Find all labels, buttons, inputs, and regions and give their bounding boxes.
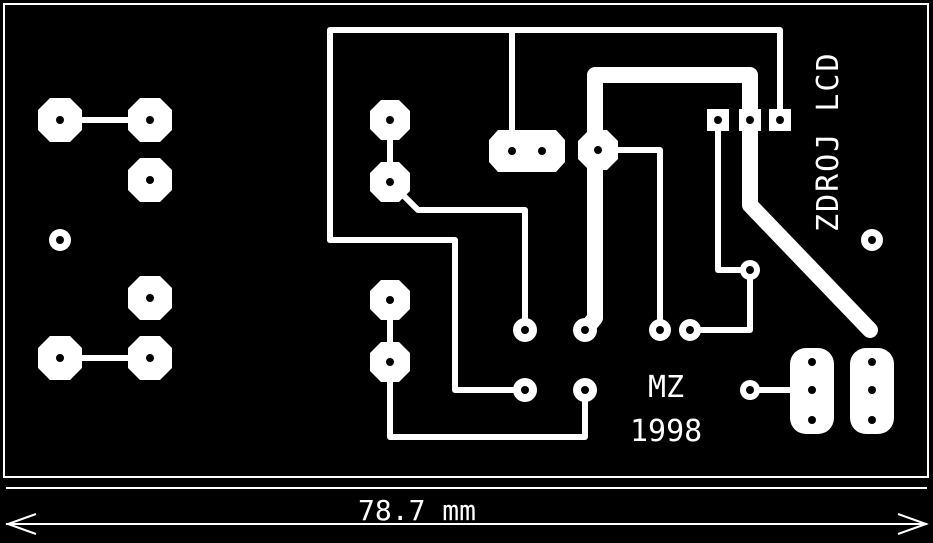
pad-small: [740, 260, 760, 280]
board-outline: [3, 3, 929, 478]
trace: [595, 147, 663, 333]
pad-large: [128, 276, 172, 320]
pad-small: [49, 229, 71, 251]
pad-large: [128, 98, 172, 142]
pad-small: [740, 380, 760, 400]
pad-double: [489, 130, 565, 172]
trace: [577, 67, 878, 338]
pad-small: [861, 229, 883, 251]
trace: [387, 359, 588, 440]
board-label: ZDROJ LCD: [811, 51, 846, 232]
pad-medium: [370, 342, 410, 382]
pad-small: [649, 319, 671, 341]
pad-large: [128, 158, 172, 202]
pad-small: [513, 318, 537, 342]
pad-small: [573, 378, 597, 402]
pad-square: [739, 109, 761, 131]
pad-oval-column: [790, 348, 894, 434]
dimension-label: 78.7 mm: [358, 494, 476, 527]
pad-medium: [370, 162, 410, 202]
pad-large: [128, 336, 172, 380]
trace: [327, 27, 783, 243]
pad-medium: [370, 100, 410, 140]
pad-large: [38, 98, 82, 142]
pads: [38, 98, 894, 434]
trace: [687, 267, 753, 333]
year-label: 1998: [630, 414, 702, 449]
trace: [327, 237, 528, 393]
author-label: MZ: [648, 370, 684, 405]
pad-large: [38, 336, 82, 380]
traces: [57, 27, 878, 440]
pad-medium: [370, 280, 410, 320]
pad-small: [679, 319, 701, 341]
pad-medium: [578, 130, 618, 170]
trace: [715, 117, 753, 273]
pad-small: [513, 378, 537, 402]
pad-small: [573, 318, 597, 342]
dimension-line: [5, 487, 929, 535]
pad-square: [769, 109, 791, 131]
pad-square: [707, 109, 729, 131]
